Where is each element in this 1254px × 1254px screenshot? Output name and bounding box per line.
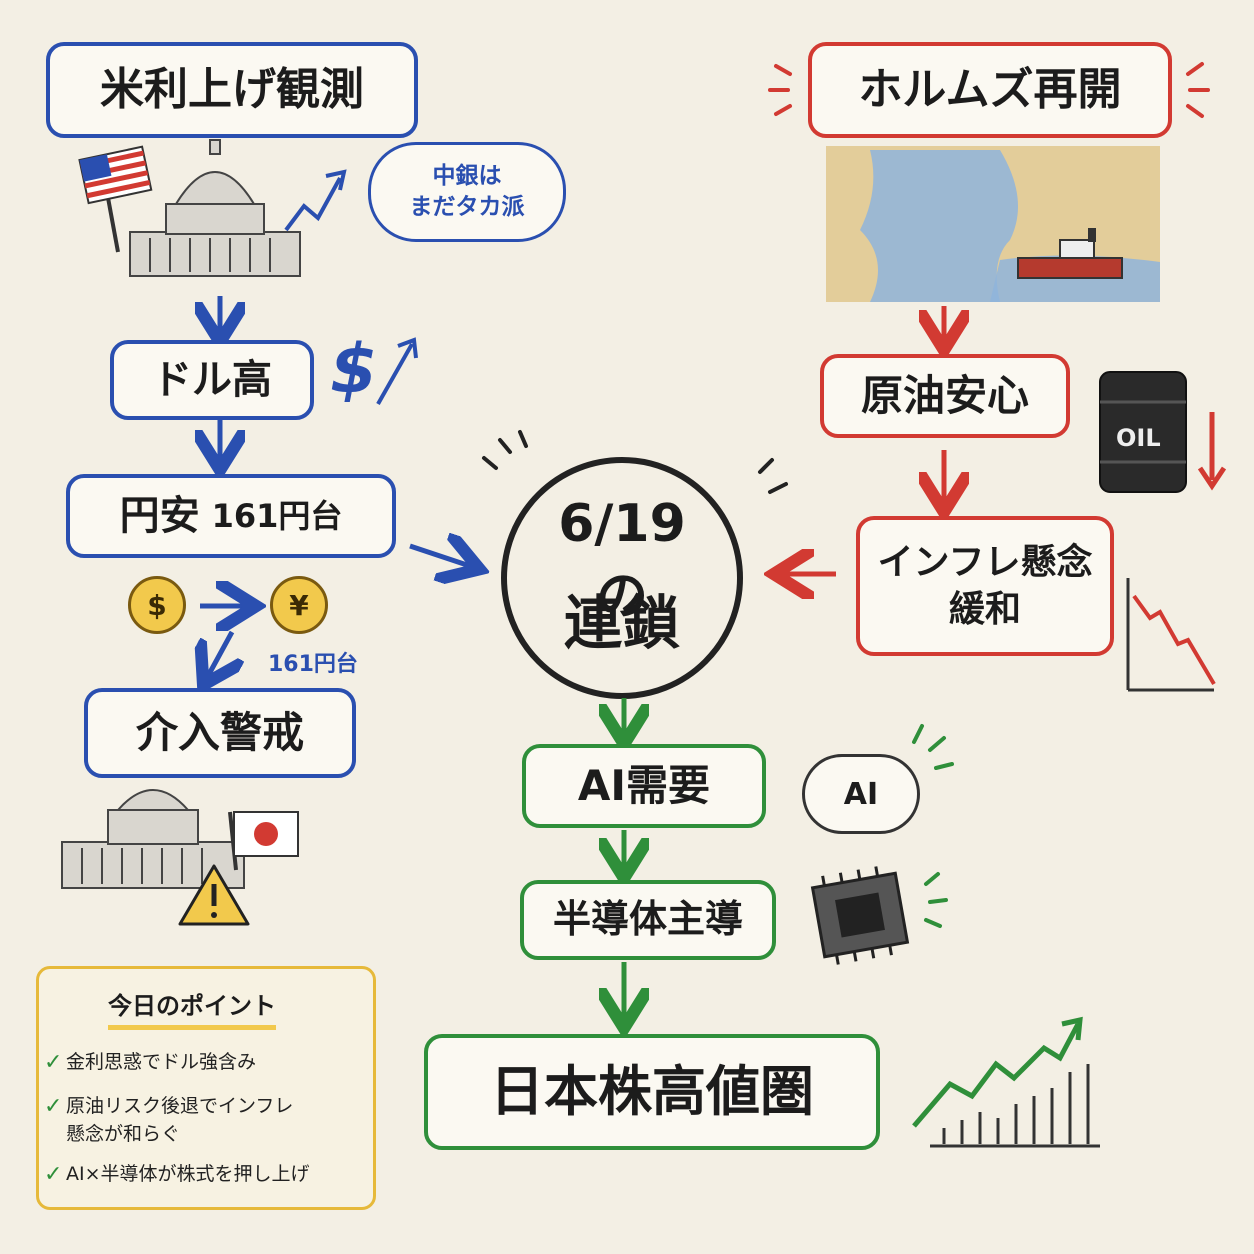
inflation-line2: 緩和 [948, 589, 1021, 630]
check-icon: ✓ [44, 1162, 63, 1187]
hawkish-cloud: 中銀は まだタカ派 [368, 142, 566, 242]
ai-brain-icon: AI [802, 754, 920, 834]
hormuz-label: ホルムズ再開 [858, 63, 1122, 115]
dollar-coin-icon: $ [128, 576, 186, 634]
dollar-up-arrow-icon [376, 343, 414, 405]
arrow-yen-to-center [409, 546, 470, 566]
ai-brain-label: AI [843, 776, 879, 812]
up-trend-icon [284, 177, 342, 232]
ai-demand-label: AI需要 [577, 760, 711, 810]
oil-label: OIL [1116, 424, 1161, 452]
center-line1: 6/19の [558, 494, 686, 627]
chip-icon [810, 866, 910, 965]
dollar-up-arrowhead-icon [397, 337, 418, 359]
dollar-high-box: ドル高 [110, 340, 314, 420]
semis-box: 半導体主導 [520, 880, 776, 960]
point-item-2-line2: 懸念が和らぐ [66, 1123, 181, 1145]
hormuz-box: ホルムズ再開 [808, 42, 1172, 138]
intervention-label: 介入警戒 [135, 707, 304, 757]
center-ring [501, 457, 743, 699]
inflation-line1: インフレ懸念 [877, 541, 1093, 583]
hormuz-map-icon [826, 146, 1160, 302]
capitol-building-icon [129, 139, 301, 277]
semis-label: 半導体主導 [552, 897, 743, 942]
ai-demand-box: AI需要 [522, 744, 766, 828]
dollar-sign-icon: $ [330, 330, 378, 409]
coin-level-label: 161円台 [268, 652, 358, 677]
intervention-box: 介入警戒 [84, 688, 356, 778]
chip-ticks-icon [924, 872, 948, 928]
stocks-box: 日本株高値圏 [424, 1034, 880, 1150]
downtrend-chart-icon [1126, 578, 1216, 692]
crude-relief-label: 原油安心 [860, 370, 1029, 420]
check-icon: ✓ [44, 1094, 63, 1119]
dollar-high-label: ドル高 [152, 357, 272, 403]
point-item-2-line1: 原油リスク後退でインフレ [66, 1095, 294, 1117]
yen-weak-label: 円安 [119, 493, 200, 539]
oil-down-arrowhead-icon [1197, 466, 1227, 491]
points-box [36, 966, 376, 1210]
check-icon: ✓ [44, 1050, 63, 1075]
rate-hike-label: 米利上げ観測 [100, 63, 364, 115]
center-line2: 連鎖 [563, 589, 680, 657]
yen-weak-level: 161円台 [211, 496, 343, 535]
rate-hike-box: 米利上げ観測 [46, 42, 418, 138]
ai-ticks-icon [912, 724, 954, 770]
point-item-1: 金利思惑でドル強含み [66, 1051, 257, 1073]
burst-ticks-icon [482, 430, 788, 494]
cloud-line1: 中銀は [432, 162, 502, 189]
warning-icon [178, 864, 250, 926]
us-flag-icon [78, 145, 153, 253]
crude-relief-box: 原油安心 [820, 354, 1070, 438]
arrow-coin-to-intervention [208, 630, 232, 676]
alert-ticks-icon [768, 62, 1210, 118]
up-trend-arrowhead-icon [325, 169, 347, 191]
japan-flag-icon [228, 811, 299, 871]
uptrend-chart-icon [912, 1016, 1100, 1148]
oil-barrel-icon [1099, 371, 1187, 493]
point-item-3: AI×半導体が株式を押し上げ [66, 1163, 310, 1185]
stocks-label: 日本株高値圏 [490, 1059, 814, 1123]
dollar-coin-symbol: $ [147, 588, 167, 622]
inflation-box: インフレ懸念 緩和 [856, 516, 1114, 656]
points-title: 今日のポイント [108, 986, 276, 1030]
cloud-line2: まだタカ派 [409, 194, 525, 220]
yen-coin-symbol: ¥ [289, 588, 309, 622]
yen-coin-icon: ¥ [270, 576, 328, 634]
yen-weak-box: 円安 161円台 [66, 474, 396, 558]
